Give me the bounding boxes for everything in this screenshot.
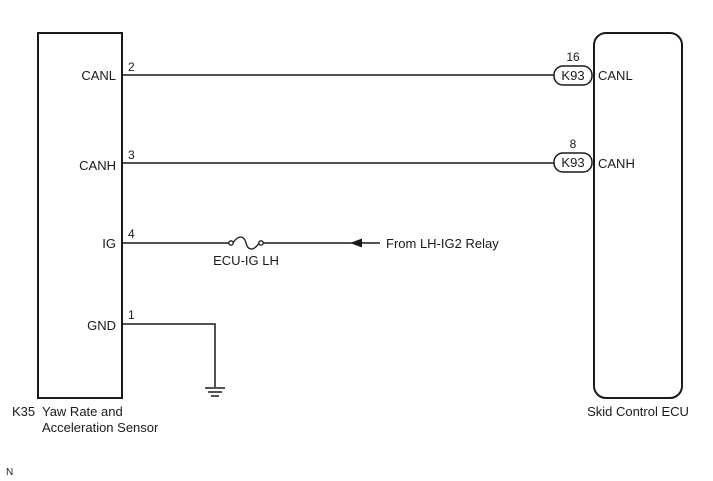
sensor-connector-code: K35 (12, 404, 35, 419)
sensor-name-line2: Acceleration Sensor (42, 420, 159, 435)
arrow-left-icon (350, 238, 380, 248)
fuse-label: ECU-IG LH (213, 253, 279, 268)
sensor-pin-number-ig: 4 (128, 227, 135, 241)
power-source-label: From LH-IG2 Relay (386, 236, 499, 251)
ecu-pin-number-canh: 8 (570, 137, 577, 151)
fuse-icon (228, 236, 264, 250)
sensor-pin-label-ig: IG (102, 236, 116, 251)
sensor-pin-number-gnd: 1 (128, 308, 135, 322)
ecu-connector-code-canl: K93 (561, 68, 584, 83)
ecu-connector-canh (553, 152, 593, 173)
ecu-name: Skid Control ECU (587, 404, 689, 419)
sensor-pin-number-canh: 3 (128, 148, 135, 162)
ecu-pin-label-canl: CANL (598, 68, 633, 83)
gnd-wire (122, 323, 216, 387)
ecu-box (593, 32, 683, 399)
sensor-box (37, 32, 123, 399)
corner-mark: N (6, 467, 13, 478)
sensor-pin-label-canl: CANL (81, 68, 116, 83)
ecu-pin-label-canh: CANH (598, 156, 635, 171)
ecu-connector-canl (553, 65, 593, 86)
sensor-pin-label-canh: CANH (79, 158, 116, 173)
ecu-pin-number-canl: 16 (566, 50, 580, 64)
sensor-name-line1: Yaw Rate and (42, 404, 123, 419)
ground-icon (205, 387, 225, 397)
sensor-pin-number-canl: 2 (128, 60, 135, 74)
ecu-connector-code-canh: K93 (561, 155, 584, 170)
sensor-pin-label-gnd: GND (87, 318, 116, 333)
